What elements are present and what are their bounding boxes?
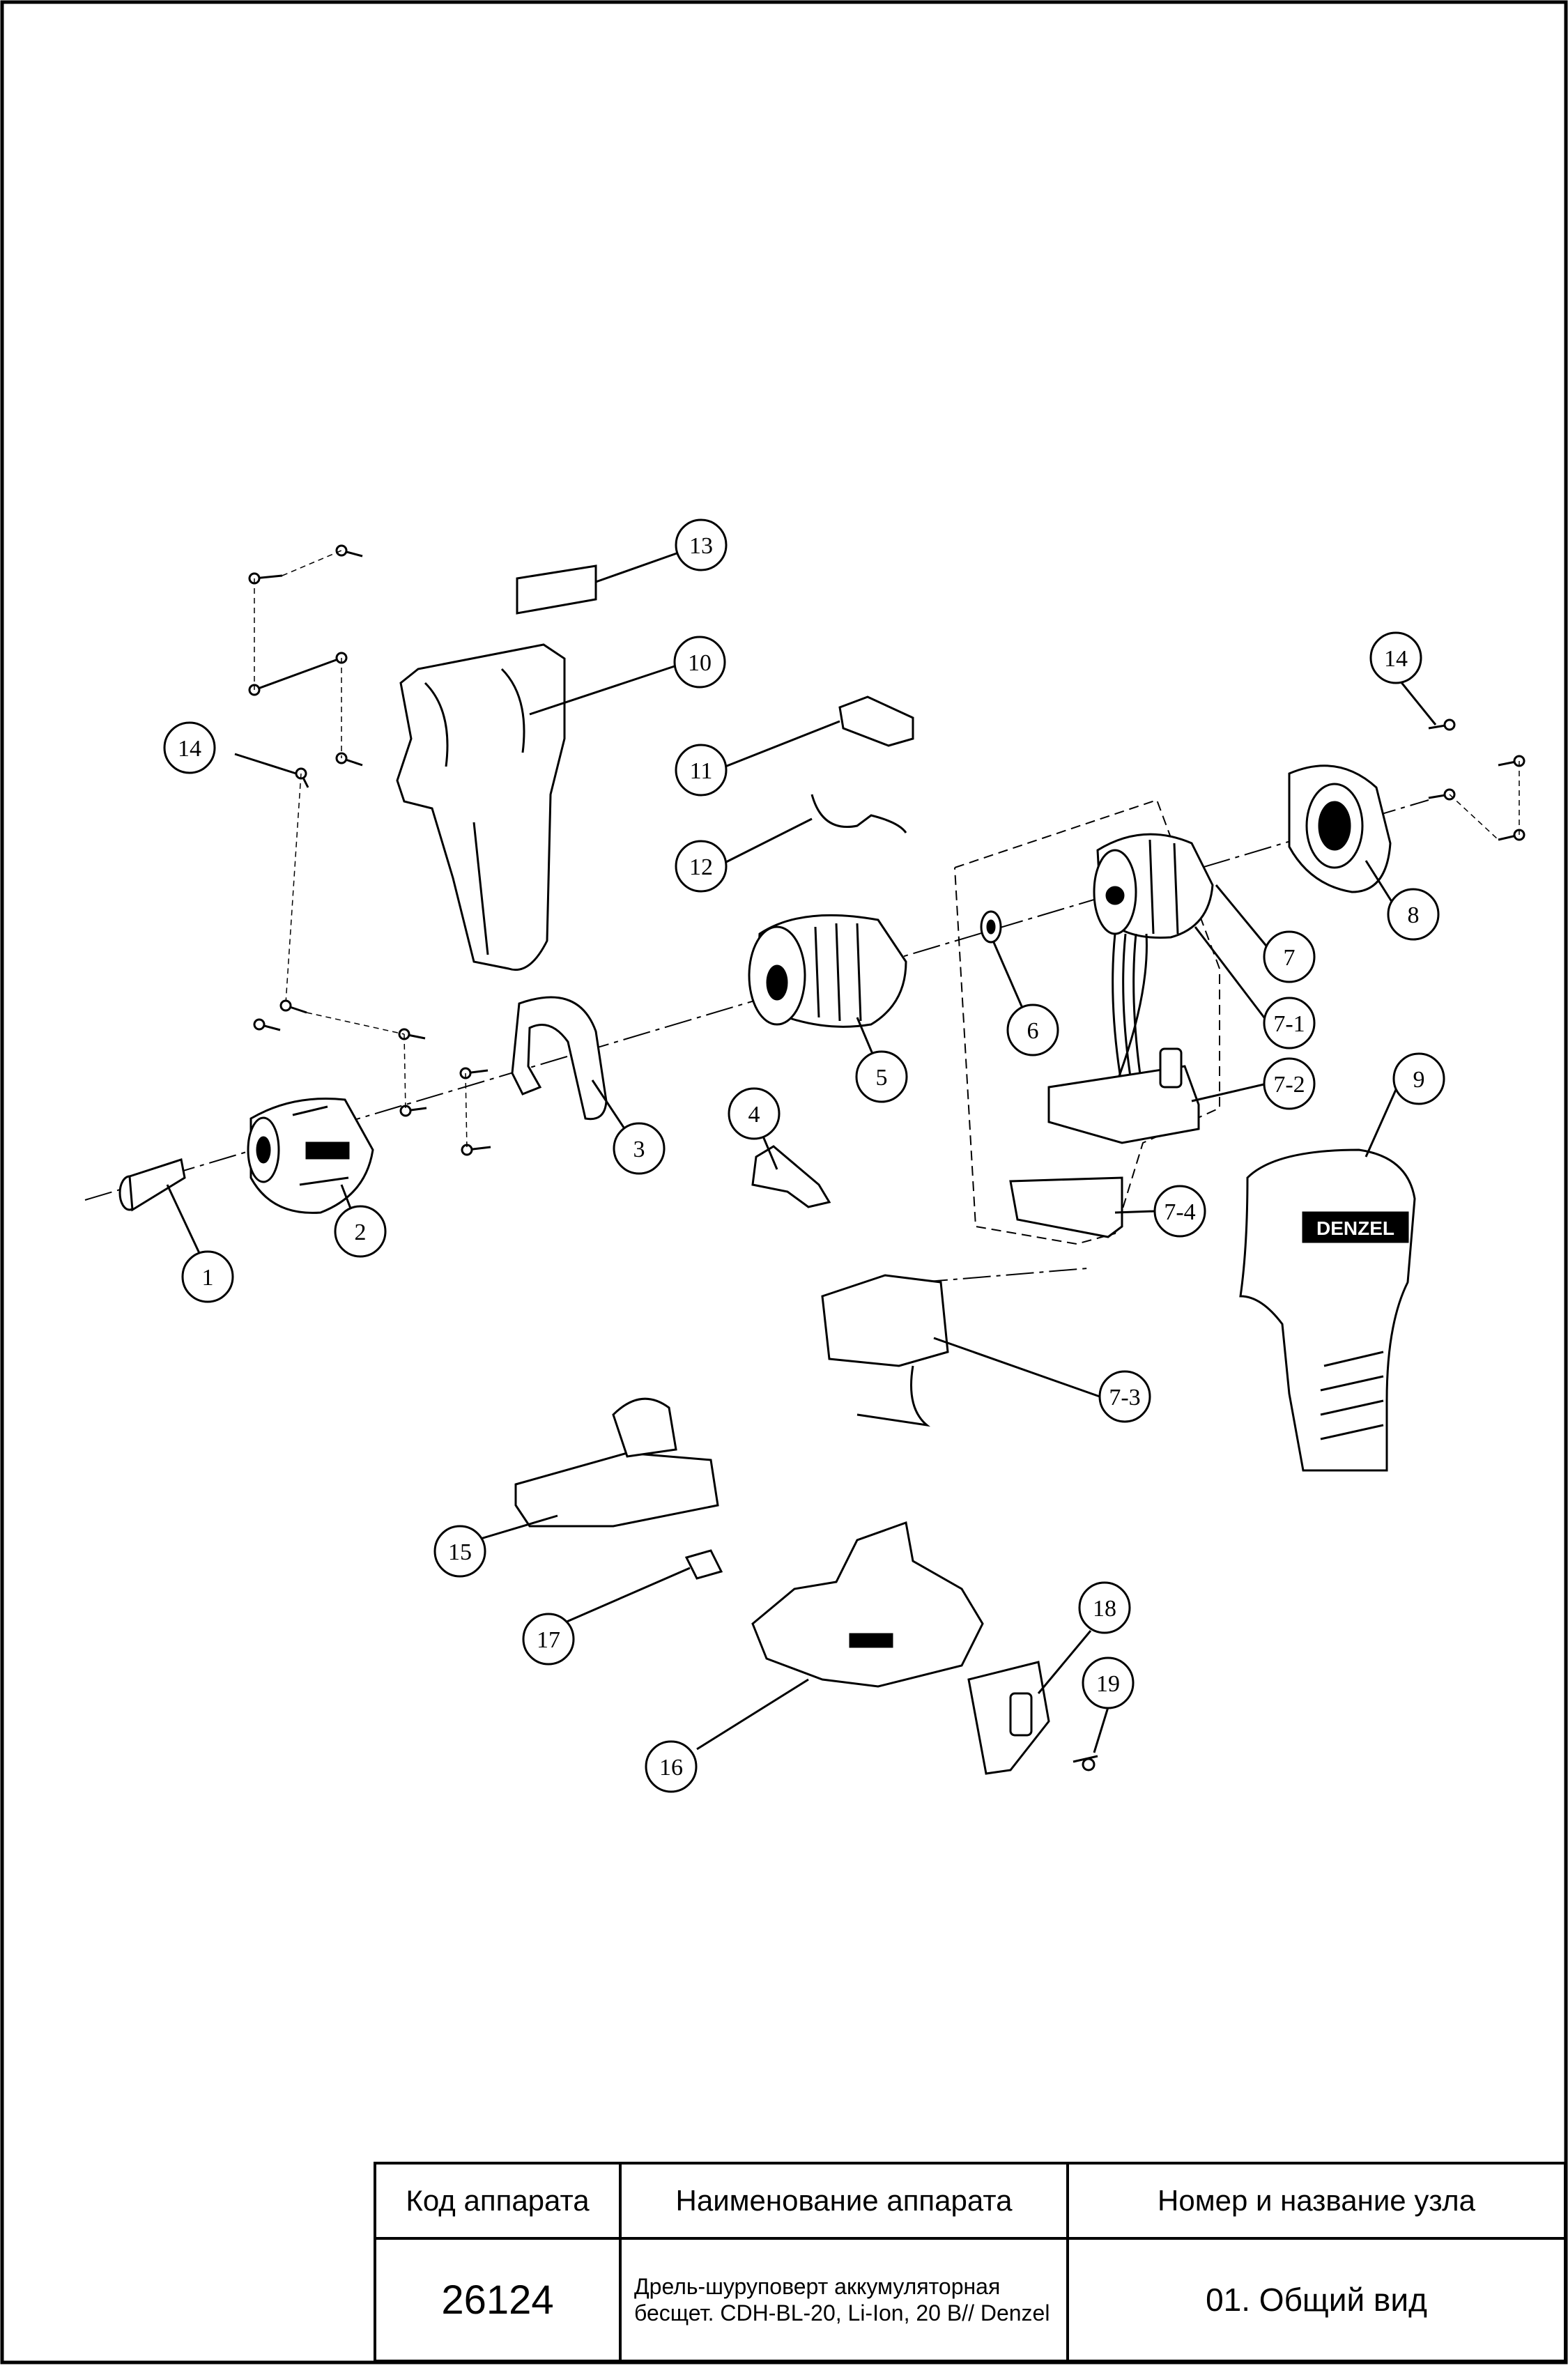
- callout-11[interactable]: 11: [675, 744, 728, 797]
- svg-text:9: 9: [1413, 1067, 1425, 1093]
- svg-text:2: 2: [355, 1220, 367, 1245]
- callout-17[interactable]: 17: [522, 1613, 575, 1666]
- callout-1[interactable]: 1: [181, 1250, 234, 1303]
- svg-text:12: 12: [689, 854, 713, 880]
- callout-7[interactable]: 7: [1263, 930, 1316, 983]
- part-19-clip-screw: [1073, 1755, 1098, 1771]
- svg-text:14: 14: [1384, 646, 1408, 672]
- svg-text:7-2: 7-2: [1273, 1072, 1305, 1098]
- header-assembly: Номер и название узла: [1066, 2162, 1567, 2240]
- header-name: Наименование аппарата: [619, 2162, 1069, 2240]
- part-9-right-housing: DENZEL: [1239, 1148, 1416, 1472]
- svg-text:13: 13: [689, 533, 713, 559]
- motor-group-boundary: [954, 799, 1220, 1245]
- device-code: 26124: [374, 2237, 622, 2362]
- part-15-battery-contacts: [514, 1397, 719, 1528]
- svg-text:7: 7: [1284, 945, 1296, 971]
- callout-7-4[interactable]: 7-4: [1153, 1185, 1206, 1238]
- svg-text:8: 8: [1408, 902, 1420, 928]
- part-1-chuck-screw: [118, 1158, 186, 1212]
- screw-set-right: [1428, 718, 1525, 841]
- screw-set-upper-left: [248, 544, 363, 788]
- part-17-clip: [684, 1549, 723, 1580]
- screw-guide-lines-upper: [254, 550, 342, 1004]
- callout-bubbles: 1 2 3 4 5 6 7 7-1 7-2 7-3 7-4 8 9 10 11 …: [163, 518, 1445, 1793]
- part-7-3-trigger-switch: [821, 1274, 949, 1427]
- part-5-gearbox: [748, 914, 907, 1028]
- callout-13[interactable]: 13: [675, 518, 728, 571]
- assembly-name: 01. Общий вид: [1066, 2237, 1567, 2362]
- denzel-logo: DENZEL: [1316, 1217, 1394, 1239]
- svg-text:17: 17: [537, 1627, 560, 1653]
- screw-guide-lines-right: [1449, 761, 1520, 840]
- svg-text:18: 18: [1093, 1596, 1116, 1622]
- svg-text:7-3: 7-3: [1109, 1385, 1140, 1410]
- callout-12[interactable]: 12: [675, 840, 728, 893]
- part-13-nameplate: [516, 564, 597, 615]
- part-4-direction-switch: [751, 1145, 831, 1208]
- part-7-2-motor-board: [1047, 1047, 1200, 1144]
- device-name: Дрель-шуруповерт аккумуляторная бесщет. …: [619, 2237, 1069, 2362]
- part-16-battery-pack: [751, 1521, 984, 1688]
- callout-5[interactable]: 5: [855, 1050, 908, 1103]
- callout-15[interactable]: 15: [433, 1525, 486, 1578]
- part-7-motor-wires: [1112, 933, 1148, 1095]
- svg-text:3: 3: [633, 1137, 645, 1162]
- callout-4[interactable]: 4: [728, 1087, 781, 1140]
- part-12-spring: [810, 794, 907, 833]
- svg-text:10: 10: [688, 650, 712, 676]
- svg-text:1: 1: [202, 1265, 214, 1291]
- callout-7-3[interactable]: 7-3: [1098, 1370, 1151, 1423]
- callout-3[interactable]: 3: [613, 1122, 666, 1175]
- svg-text:15: 15: [448, 1539, 472, 1565]
- part-11-led-board: [838, 695, 914, 747]
- callout-16[interactable]: 16: [645, 1740, 698, 1793]
- callout-14-right[interactable]: 14: [1369, 631, 1422, 684]
- svg-text:7-1: 7-1: [1273, 1011, 1305, 1037]
- part-8-motor-end-cap: [1288, 764, 1392, 893]
- part-18-belt-clip: [967, 1661, 1050, 1775]
- svg-text:16: 16: [659, 1755, 683, 1781]
- callout-7-1[interactable]: 7-1: [1263, 997, 1316, 1050]
- svg-text:4: 4: [748, 1102, 760, 1128]
- callout-9[interactable]: 9: [1392, 1052, 1445, 1105]
- part-3-clutch-ring: [511, 996, 608, 1121]
- header-code: Код аппарата: [374, 2162, 622, 2240]
- svg-text:5: 5: [876, 1065, 888, 1091]
- part-6-pinion-gear: [980, 910, 1002, 944]
- screw-set-lower-left: [253, 999, 491, 1156]
- callout-8[interactable]: 8: [1387, 888, 1440, 941]
- callout-19[interactable]: 19: [1082, 1656, 1135, 1709]
- svg-text:6: 6: [1027, 1018, 1039, 1044]
- svg-text:11: 11: [690, 758, 713, 784]
- callout-10[interactable]: 10: [673, 636, 726, 689]
- part-2-chuck: [247, 1098, 374, 1214]
- part-10-left-housing: [396, 643, 566, 971]
- callout-6[interactable]: 6: [1006, 1004, 1059, 1056]
- svg-text:7-4: 7-4: [1164, 1199, 1195, 1225]
- callout-14-left[interactable]: 14: [163, 721, 216, 774]
- part-7-motor: [1093, 833, 1214, 939]
- callout-2[interactable]: 2: [334, 1205, 387, 1258]
- callout-18[interactable]: 18: [1078, 1581, 1131, 1634]
- svg-text:19: 19: [1096, 1671, 1120, 1697]
- title-block: Код аппарата Наименование аппарата Номер…: [374, 2162, 1567, 2362]
- screw-guide-lines-lower: [306, 1012, 468, 1151]
- svg-text:14: 14: [178, 736, 201, 762]
- callout-7-2[interactable]: 7-2: [1263, 1057, 1316, 1110]
- part-7-4-board-holder: [1009, 1176, 1123, 1238]
